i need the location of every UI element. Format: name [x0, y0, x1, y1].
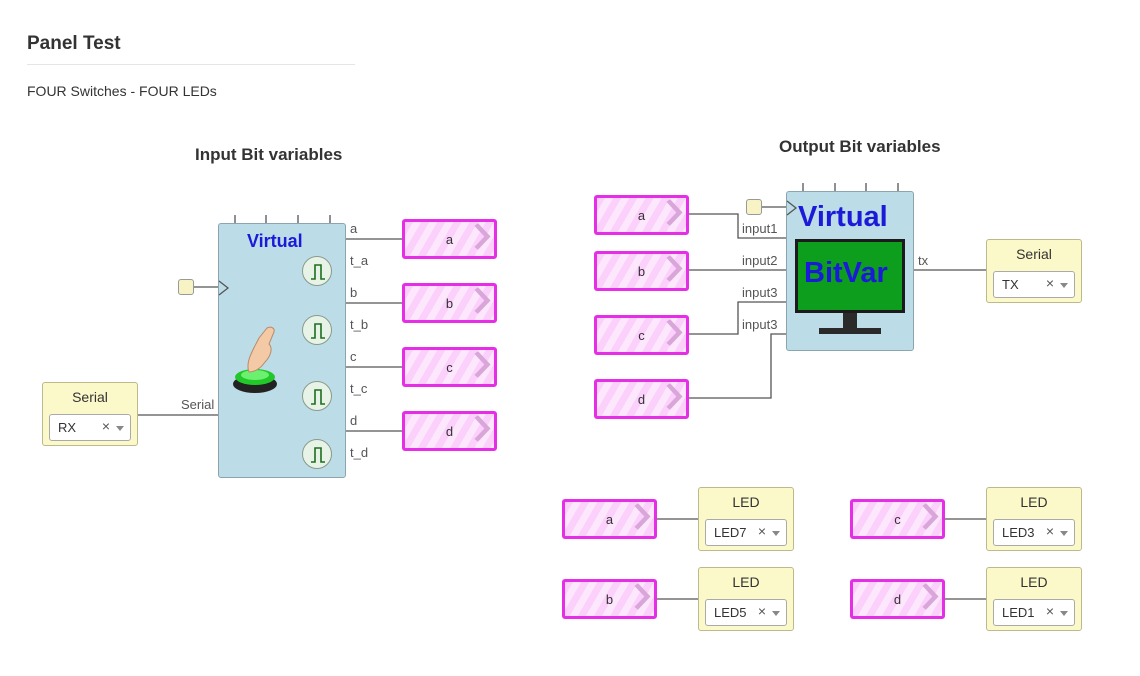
pulse-icon [302, 439, 332, 469]
led-value: LED7 [714, 525, 747, 540]
led-bit-node-b[interactable]: b [562, 579, 657, 619]
output-bit-node-b[interactable]: b [594, 251, 689, 291]
bit-node-label: a [445, 231, 454, 247]
bit-node-label: a [637, 207, 646, 223]
bit-node-label: d [893, 591, 902, 607]
bit-node-label: d [637, 391, 646, 407]
output-bit-node-d[interactable]: d [594, 379, 689, 419]
led-title: LED [732, 494, 760, 510]
port-label-c: c [350, 349, 357, 364]
output-bit-node-a[interactable]: a [594, 195, 689, 235]
input-block-title: Virtual [247, 231, 303, 251]
bit-node-label: d [445, 423, 454, 439]
led-value: LED3 [1002, 525, 1035, 540]
pulse-icon [302, 256, 332, 286]
page-title: Panel Test [27, 33, 121, 54]
serial-tx-title: Serial [1016, 246, 1052, 262]
chevron-down-icon[interactable] [1060, 531, 1068, 536]
input-bit-node-d[interactable]: d [402, 411, 497, 451]
port-label-t-c: t_c [350, 381, 368, 396]
bit-node-label: c [638, 327, 645, 343]
serial-port-label: Serial [181, 397, 215, 412]
clear-icon[interactable]: × [1045, 275, 1054, 291]
serial-tx-select[interactable]: TX × [993, 271, 1075, 298]
page-subtitle: FOUR Switches - FOUR LEDs [27, 83, 217, 99]
led-bit-node-d[interactable]: d [850, 579, 945, 619]
port-label-t-d: t_d [350, 445, 369, 460]
led-component[interactable]: LED LED7 × [698, 487, 794, 551]
led-component[interactable]: LED LED3 × [986, 487, 1082, 551]
led-component[interactable]: LED LED1 × [986, 567, 1082, 631]
output-block-title: Virtual [798, 201, 888, 233]
port-label-d: d [350, 413, 358, 428]
input-bit-node-a[interactable]: a [402, 219, 497, 259]
port-label-input3: input3 [742, 285, 778, 300]
clear-icon[interactable]: × [101, 418, 110, 434]
port-label-t-a: t_a [350, 253, 369, 268]
input-bit-node-c[interactable]: c [402, 347, 497, 387]
led-value: LED1 [1002, 605, 1035, 620]
clear-icon[interactable]: × [1045, 603, 1054, 619]
led-select[interactable]: LED7 × [705, 519, 787, 546]
chevron-down-icon[interactable] [772, 611, 780, 616]
port-label-t-b: t_b [350, 317, 369, 332]
led-title: LED [732, 574, 760, 590]
bit-node-label: b [445, 295, 454, 311]
pulse-icon [302, 381, 332, 411]
output-trigger-button[interactable] [746, 199, 762, 215]
led-value: LED5 [714, 605, 747, 620]
led-title: LED [1020, 574, 1048, 590]
clear-icon[interactable]: × [1045, 523, 1054, 539]
port-label-a: a [350, 221, 358, 236]
chevron-down-icon[interactable] [116, 426, 124, 431]
bit-node-label: c [894, 511, 901, 527]
led-select[interactable]: LED3 × [993, 519, 1075, 546]
chevron-down-icon[interactable] [1060, 283, 1068, 288]
input-virtual-block[interactable]: Virtual [218, 223, 346, 478]
clear-icon[interactable]: × [757, 523, 766, 539]
clock-input-icon [218, 280, 230, 296]
bit-node-label: b [637, 263, 646, 279]
output-bit-node-c[interactable]: c [594, 315, 689, 355]
port-label-input2: input2 [742, 253, 778, 268]
bit-node-label: b [605, 591, 614, 607]
port-label-input3: input3 [742, 317, 778, 332]
bit-node-label: c [446, 359, 453, 375]
chevron-down-icon[interactable] [772, 531, 780, 536]
bit-node-label: a [605, 511, 614, 527]
led-bit-node-c[interactable]: c [850, 499, 945, 539]
output-section-title: Output Bit variables [779, 137, 941, 156]
push-button-icon [233, 326, 277, 393]
serial-rx-title: Serial [72, 389, 108, 405]
led-select[interactable]: LED1 × [993, 599, 1075, 626]
serial-rx-select[interactable]: RX × [49, 414, 131, 441]
serial-rx-component[interactable]: Serial RX × [42, 382, 138, 446]
pulse-icon [302, 315, 332, 345]
serial-tx-component[interactable]: Serial TX × [986, 239, 1082, 303]
serial-tx-value: TX [1002, 277, 1019, 292]
serial-rx-value: RX [58, 420, 77, 435]
title-divider [27, 64, 355, 65]
monitor-icon [795, 239, 905, 334]
led-title: LED [1020, 494, 1048, 510]
clock-input-icon [786, 200, 798, 216]
output-virtual-block[interactable]: Virtual BitVar [786, 191, 914, 351]
led-select[interactable]: LED5 × [705, 599, 787, 626]
clear-icon[interactable]: × [757, 603, 766, 619]
chevron-down-icon[interactable] [1060, 611, 1068, 616]
input-section-title: Input Bit variables [195, 145, 343, 164]
input-trigger-button[interactable] [178, 279, 194, 295]
output-block-subtitle: BitVar [804, 257, 888, 289]
led-component[interactable]: LED LED5 × [698, 567, 794, 631]
led-bit-node-a[interactable]: a [562, 499, 657, 539]
port-label-b: b [350, 285, 358, 300]
port-label-input1: input1 [742, 221, 778, 236]
input-bit-node-b[interactable]: b [402, 283, 497, 323]
port-label-tx: tx [918, 253, 929, 268]
